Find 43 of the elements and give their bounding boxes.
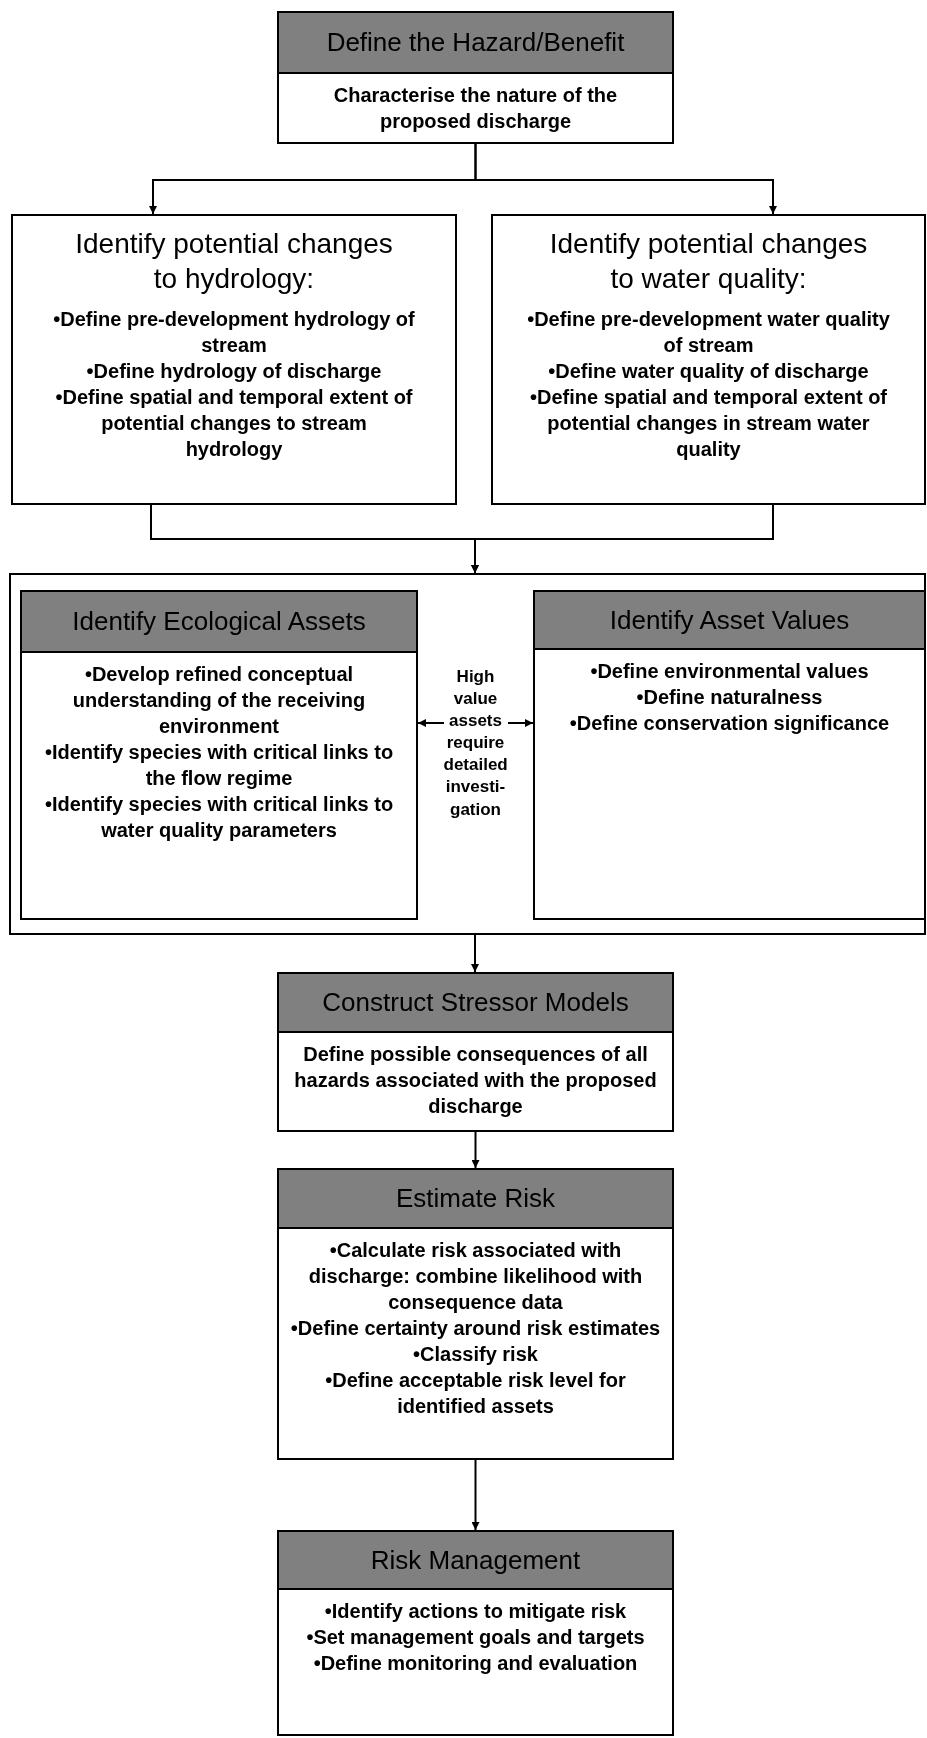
box-heading: Construct Stressor Models (279, 974, 672, 1033)
bullet-item: •Define conservation significance (568, 711, 891, 736)
process-box (277, 1168, 674, 1460)
description-text: Characterise the nature of the proposed discharge (332, 83, 619, 134)
process-box (277, 972, 674, 1132)
bullet-item: •Calculate risk associated with discharge: combine likelihood with consequence data (307, 1238, 644, 1315)
group-box (9, 573, 926, 935)
bullet-item: •Identify actions to mitigate risk (323, 1599, 628, 1624)
arrow (471, 1459, 480, 1531)
bullet-item: •Define water quality of discharge (547, 359, 870, 384)
arrow (471, 934, 479, 973)
bullet-item: •Classify risk (412, 1342, 539, 1367)
bullet-item: •Define monitoring and evaluation (312, 1651, 639, 1676)
bullet-item: •Define pre-development hydrology of stream (52, 307, 416, 358)
bullet-item: •Define spatial and temporal extent of potential changes in stream water quality (528, 385, 889, 462)
box-heading: Define the Hazard/Benefit (279, 13, 672, 74)
process-box (11, 214, 457, 505)
arrow (471, 504, 774, 574)
bullet-item: •Identify species with critical links to water quality parameters (43, 792, 395, 843)
box-heading: Risk Management (279, 1532, 672, 1590)
box-heading: Identify Asset Values (535, 592, 924, 650)
bullet-item: •Define acceptable risk level for identified assets (324, 1368, 627, 1419)
process-box (533, 590, 926, 920)
description-text: Define possible consequences of all hazards associated with the proposed discharge (293, 1042, 658, 1119)
bullet-item: •Identify species with critical links to the flow regime (43, 740, 395, 791)
box-heading: Estimate Risk (279, 1170, 672, 1229)
bullet-item: •Develop refined conceptual understanding of the receiving environment (71, 662, 367, 739)
process-box (20, 590, 418, 920)
bullet-item: •Define naturalness (635, 685, 824, 710)
arrow (471, 1131, 480, 1169)
bullet-item: •Define environmental values (589, 659, 870, 684)
process-box (277, 11, 674, 144)
arrow (474, 143, 777, 215)
box-heading: Identify potential changes to water quality: (548, 227, 869, 296)
box-heading: Identify Ecological Assets (22, 592, 416, 653)
bullet-item: •Define hydrology of discharge (85, 359, 383, 384)
bullet-item: •Set management goals and targets (305, 1625, 646, 1650)
bullet-item: •Define certainty around risk estimates (289, 1316, 662, 1341)
bullet-item: •Define pre-development water quality of stream (526, 307, 891, 358)
process-box (491, 214, 926, 505)
box-heading: Identify potential changes to hydrology: (74, 227, 394, 296)
process-box (277, 1530, 674, 1736)
bullet-item: •Define spatial and temporal extent of potential changes to stream hydrology (54, 385, 414, 462)
